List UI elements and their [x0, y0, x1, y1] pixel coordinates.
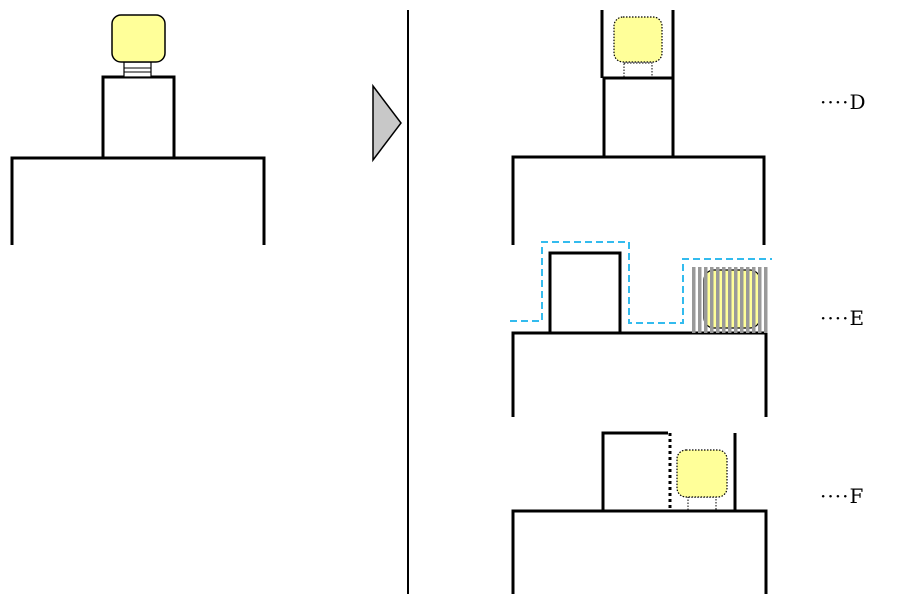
d-cap-dotted — [613, 16, 663, 63]
label-f-letter: F — [849, 484, 864, 508]
initial-table — [10, 156, 266, 245]
state-d — [511, 10, 766, 245]
e-stripe — [728, 267, 732, 333]
e-stripe — [698, 267, 702, 333]
label-e-letter: E — [849, 306, 865, 330]
right-arrow-icon — [372, 83, 402, 163]
label-d-letter: D — [849, 90, 866, 114]
initial-cap-neck — [123, 61, 152, 78]
e-stripe — [758, 267, 762, 333]
e-stripe — [752, 267, 756, 333]
label-f-dots: ···· — [820, 484, 850, 508]
e-stripe — [710, 267, 714, 333]
e-stripe — [764, 267, 768, 333]
d-table — [511, 155, 766, 245]
initial-cap — [111, 14, 166, 63]
f-cap-neck-dotted — [687, 496, 717, 511]
e-table — [511, 331, 768, 417]
e-block — [548, 251, 622, 335]
label-d: ····D — [820, 90, 865, 114]
e-stripe — [704, 267, 708, 333]
e-stripe — [716, 267, 720, 333]
label-e-dots: ···· — [820, 306, 850, 330]
e-stripe — [692, 267, 696, 333]
e-stripe — [734, 267, 738, 333]
e-cyan-dashed-path — [510, 241, 772, 324]
e-stripe — [746, 267, 750, 333]
d-cap-neck-dotted — [623, 62, 653, 79]
d-block — [602, 76, 675, 159]
f-table — [511, 509, 768, 594]
f-block — [601, 431, 668, 511]
initial-state — [10, 14, 266, 245]
label-d-dots: ···· — [820, 90, 850, 114]
initial-block — [101, 75, 176, 160]
state-f — [511, 431, 768, 594]
e-stripe — [740, 267, 744, 333]
f-cap-dotted — [676, 449, 728, 498]
e-gray-stripes — [692, 267, 768, 333]
state-e — [510, 241, 772, 417]
label-f: ····F — [820, 484, 863, 508]
e-stripe — [722, 267, 726, 333]
label-e: ····E — [820, 306, 864, 330]
